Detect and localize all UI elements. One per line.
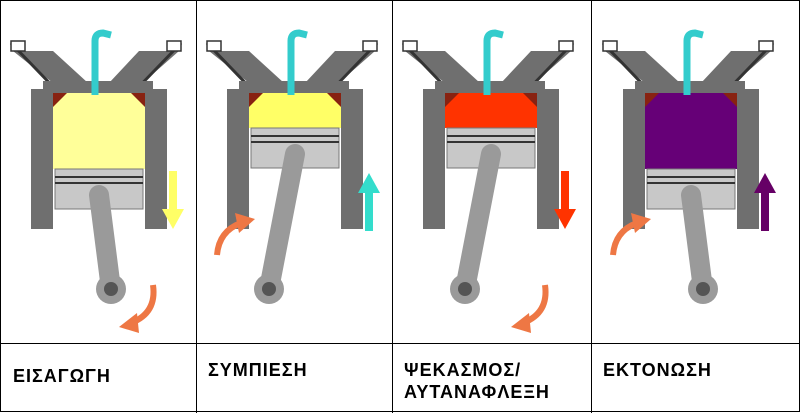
stage-label-injection: ΨΕΚΑΣΜΟΣ/ ΑΥΤΑΝΑΦΛΕΞΗ [404, 360, 550, 402]
cylinder-wall-right [737, 89, 759, 229]
rotation-arrow-icon [235, 213, 255, 233]
injector-icon [287, 29, 308, 95]
valve-spring-icon [10, 40, 26, 52]
combustion-chamber [249, 93, 341, 128]
crank-pin [262, 282, 276, 296]
injector-icon [91, 29, 112, 95]
exhaust-valve-head [523, 93, 537, 107]
motion-arrow-icon [554, 209, 576, 229]
valve-spring-icon [362, 40, 378, 52]
injector-icon [683, 29, 704, 95]
stage-intake-panel [9, 29, 184, 333]
divider [591, 1, 592, 413]
crank-pin [458, 282, 472, 296]
combustion-chamber [645, 93, 737, 169]
stage-compression-panel [205, 29, 380, 304]
stage-label-compression: ΣΥΜΠΙΕΣΗ [208, 360, 308, 380]
rotation-arrow-icon [631, 213, 651, 233]
stage-label-expansion: ΕΚΤΟΝΩΣΗ [603, 360, 712, 380]
valve-spring-icon [402, 40, 418, 52]
cylinder-wall-left [31, 89, 53, 229]
stage-injection-panel [401, 29, 576, 333]
cylinder-wall-left [227, 89, 249, 229]
rotation-arrow-icon [511, 313, 531, 333]
divider [392, 1, 393, 413]
crank-pin [104, 282, 118, 296]
combustion-chamber [53, 93, 145, 169]
combustion-chamber [445, 93, 537, 128]
exhaust-valve-head [723, 93, 737, 107]
cylinder-wall-left [423, 89, 445, 229]
exhaust-valve-head [131, 93, 145, 107]
motion-arrow-icon [561, 171, 569, 211]
connecting-rod [681, 185, 713, 299]
rotation-arrow-icon [610, 220, 639, 256]
motion-arrow-icon [162, 209, 184, 229]
intake-valve-head [53, 93, 67, 107]
connecting-rod [89, 185, 121, 299]
valve-spring-icon [602, 40, 618, 52]
motion-arrow-icon [761, 191, 769, 231]
exhaust-valve-head [327, 93, 341, 107]
connecting-rod [455, 144, 501, 299]
caption-divider [1, 343, 800, 344]
motion-arrow-icon [365, 191, 373, 231]
valve-spring-icon [166, 40, 182, 52]
cylinder-wall-right [341, 89, 363, 229]
cylinder-wall-left [623, 89, 645, 229]
motion-arrow-icon [754, 173, 776, 193]
stage-label-intake: ΕΙΣΑΓΩΓΗ [13, 366, 111, 386]
divider [196, 1, 197, 413]
intake-valve-head [645, 93, 659, 107]
intake-valve-head [249, 93, 263, 107]
injector-icon [483, 29, 504, 95]
cylinder-wall-right [145, 89, 167, 229]
cylinder-wall-right [537, 89, 559, 229]
rotation-arrow-icon [119, 313, 139, 333]
valve-spring-icon [558, 40, 574, 52]
motion-arrow-icon [169, 171, 177, 211]
motion-arrow-icon [358, 173, 380, 193]
valve-spring-icon [206, 40, 222, 52]
intake-valve-head [445, 93, 459, 107]
connecting-rod [259, 144, 305, 299]
crank-pin [696, 282, 710, 296]
rotation-arrow-icon [214, 220, 243, 256]
stage-expansion-panel [601, 29, 776, 304]
valve-spring-icon [758, 40, 774, 52]
